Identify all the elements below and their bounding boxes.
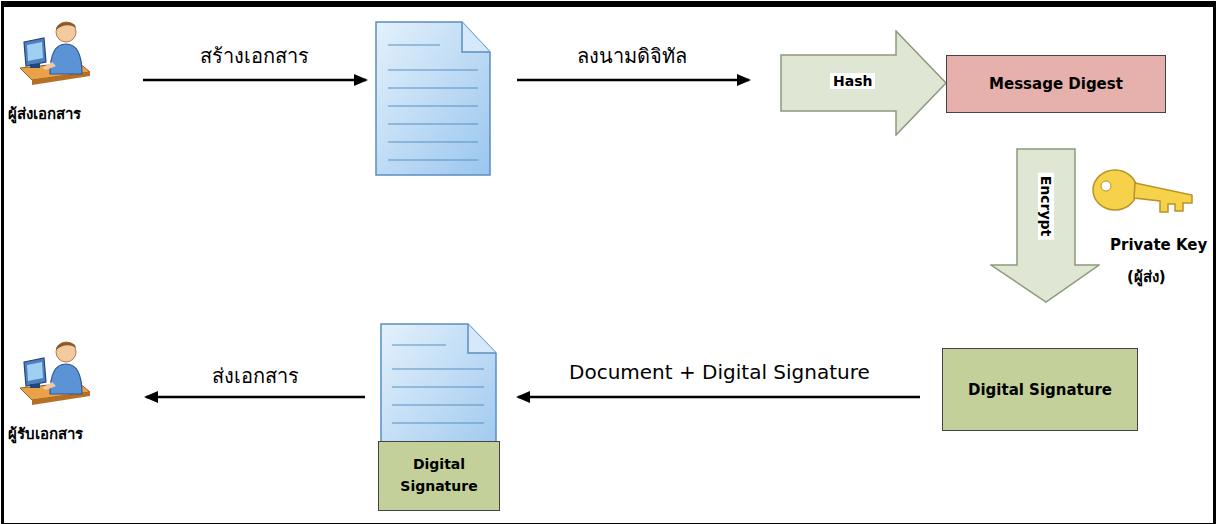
node-text: Digital Signature xyxy=(379,452,499,499)
connector xyxy=(146,396,365,399)
node-text: Hash xyxy=(830,73,875,89)
key-label: Private Key xyxy=(1110,236,1207,254)
edge-label: Document + Digital Signature xyxy=(569,360,870,384)
document-icon xyxy=(376,22,490,175)
block-arrow: Hash xyxy=(780,30,948,136)
process-box: Digital Signature xyxy=(942,348,1138,431)
node-text: Digital Signature xyxy=(962,381,1118,399)
edge-label: ส่งเอกสาร xyxy=(212,360,299,392)
person-label: ผู้ส่งเอกสาร xyxy=(8,102,108,126)
signed-document: Digital Signature xyxy=(378,323,500,513)
process-box: Message Digest xyxy=(946,55,1166,113)
key-icon xyxy=(1093,170,1192,212)
block-arrow: Encrypt xyxy=(990,148,1100,303)
node-text: Encrypt xyxy=(1038,173,1054,240)
connector xyxy=(518,396,920,399)
person-node: ผู้ส่งเอกสาร xyxy=(8,12,108,130)
arrow-label: ลงนามดิจิทัล xyxy=(577,40,687,72)
node-text: Message Digest xyxy=(983,75,1129,93)
arrow-line xyxy=(517,79,749,82)
key-label: (ผู้ส่ง) xyxy=(1127,265,1166,289)
person-icon xyxy=(16,12,92,92)
person-icon xyxy=(16,332,92,412)
arrow-line xyxy=(143,79,366,82)
person-label: ผู้รับเอกสาร xyxy=(8,422,108,446)
person-node: ผู้รับเอกสาร xyxy=(8,332,108,450)
signature-box: Digital Signature xyxy=(378,441,500,511)
arrow-label: สร้างเอกสาร xyxy=(200,40,309,72)
